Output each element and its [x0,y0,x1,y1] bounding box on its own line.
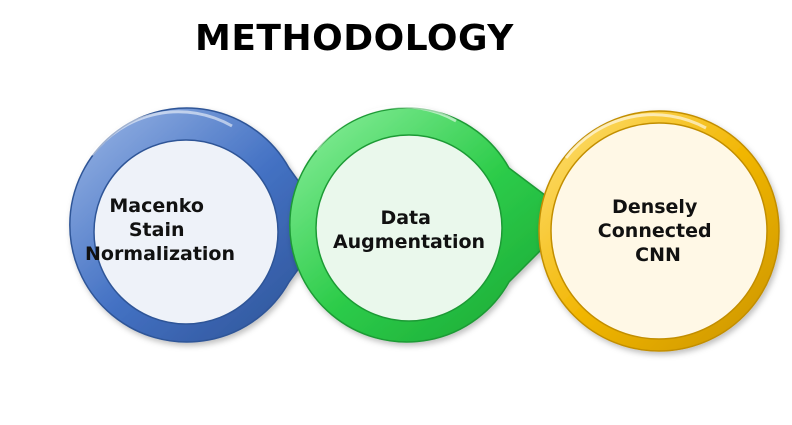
step-2-label-line-2: Augmentation [333,231,485,253]
step-1-label-line-2: Stain [129,219,185,241]
step-3-label-line-2: Connected [598,220,712,242]
step-1-inner-disk [93,139,279,325]
step-densely-connected-cnn [538,110,780,352]
step-3-label-line-1: Densely [612,196,698,218]
step-1-label-line-1: Macenko [109,195,204,217]
step-2-label-line-1: Data [380,207,431,229]
step-2-ring-highlight [314,105,457,151]
step-1-label: Macenko Stain Normalization [85,195,235,265]
step-3-inner-disk [550,122,768,340]
step-2-label: Data Augmentation [333,207,485,253]
step-2-inner-disk [315,134,503,322]
step-macenko-stain-normalization [69,107,331,343]
step-data-augmentation [289,105,576,343]
step-3-label-line-3: CNN [635,244,681,266]
step-3-ring-highlight [564,113,707,159]
step-1-label-line-3: Normalization [85,243,235,265]
step-3-label: Densely Connected CNN [598,196,718,266]
step-1-ring-highlight [90,110,233,156]
diagram-title: METHODOLOGY [195,18,514,59]
